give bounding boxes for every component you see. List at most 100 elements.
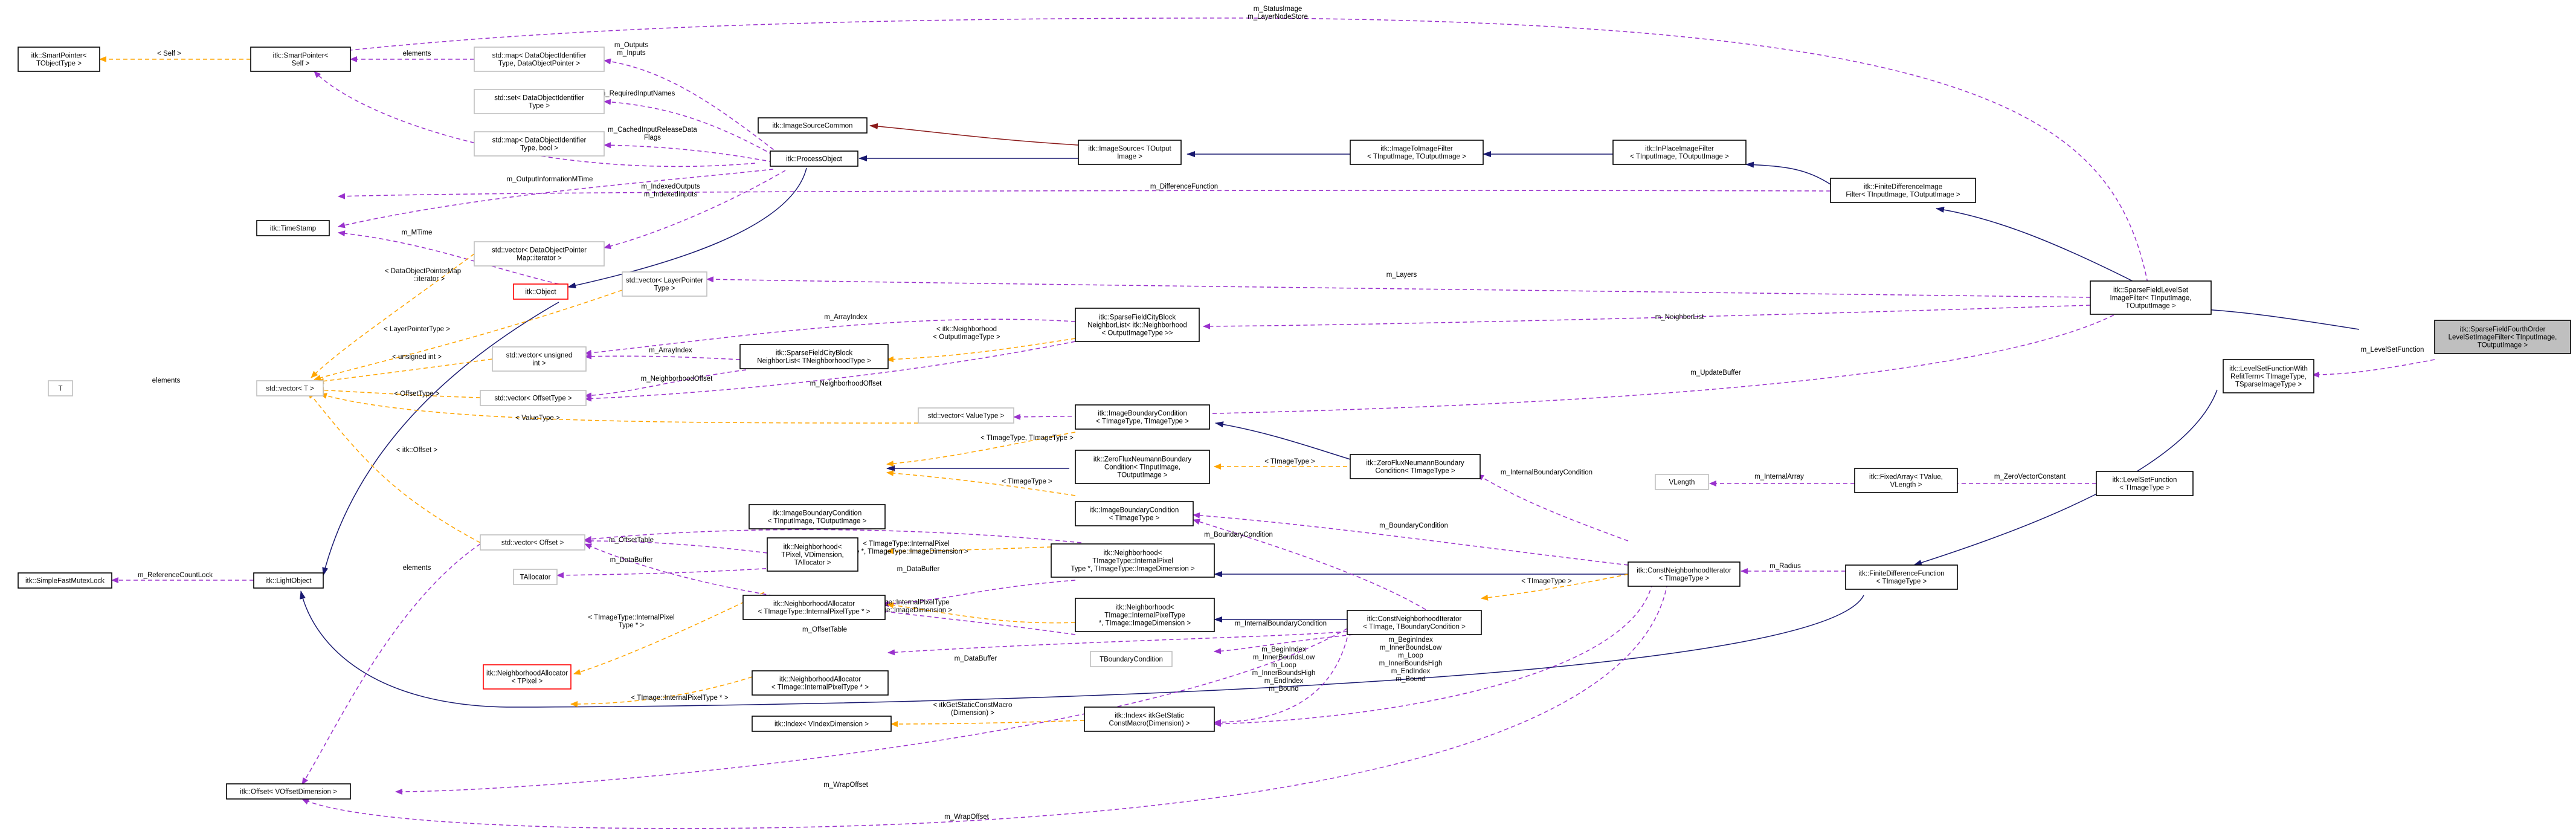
edge-inherit [567, 167, 807, 289]
class-node-itif[interactable]: itk::ImageToImageFilter< TInputImage, TO… [1350, 140, 1484, 165]
edge-label: m_Loop [1271, 662, 1296, 669]
class-node-box [767, 537, 858, 572]
class-node-vec-lpt[interactable]: std::vector< LayerPointerType > [622, 271, 707, 297]
class-node-vec-off[interactable]: std::vector< Offset > [480, 534, 585, 551]
class-node-cni-ti[interactable]: itk::ConstNeighborhoodIterator< TImage, … [1347, 610, 1482, 635]
class-node-label: < TImageType > [1659, 575, 1710, 583]
edge-template [308, 391, 481, 543]
class-node-nalloc-ti[interactable]: itk::NeighborhoodAllocator< TImage::Inte… [752, 670, 889, 696]
class-node-label: Type, bool > [520, 145, 558, 152]
class-node-nbh-tt[interactable]: itk::Neighborhood<TImageType::InternalPi… [1051, 543, 1215, 578]
class-node-label: < TImage, TBoundaryCondition > [1363, 624, 1466, 631]
class-node-nbh-generic[interactable]: itk::Neighborhood<TPixel, VDimension,TAl… [767, 537, 858, 572]
class-node-label: itk::LevelSetFunction [2113, 477, 2177, 484]
class-node-label: Type > [654, 285, 675, 293]
class-node-box [1612, 140, 1747, 165]
edge-usage [1214, 634, 1354, 655]
edge-label: < OffsetType > [394, 390, 440, 398]
edge-usage [301, 543, 481, 785]
class-node-fdf[interactable]: itk::FiniteDifferenceFunction< TImageTyp… [1845, 564, 1958, 590]
class-node-label: std::vector< OffsetType > [494, 395, 572, 403]
class-node-ibc-tt[interactable]: itk::ImageBoundaryCondition< TImageType,… [1075, 404, 1210, 430]
class-node-index-vdim[interactable]: itk::Index< VIndexDimension > [752, 716, 892, 732]
class-node-label: TAllocator > [794, 560, 831, 567]
edge-label: Flags [644, 134, 661, 141]
class-node-nbh-ti[interactable]: itk::Neighborhood<TImage::InternalPixelT… [1075, 598, 1215, 632]
edge-label: m_RequiredInputNames [600, 90, 675, 97]
edge-label: m_CachedInputReleaseData [608, 126, 697, 134]
class-node-label: itk::ZeroFluxNeumannBoundary [1093, 456, 1192, 464]
class-node-ipif[interactable]: itk::InPlaceImageFilter< TInputImage, TO… [1612, 140, 1747, 165]
class-node-vlength[interactable]: VLength [1655, 474, 1709, 490]
class-node-label: itk::FiniteDifferenceFunction [1858, 571, 1944, 578]
class-node-ibc-img[interactable]: itk::ImageBoundaryCondition< TImageType … [1075, 501, 1194, 526]
edge-label: m_LevelSetFunction [2361, 346, 2424, 354]
class-node-box [1051, 543, 1215, 578]
class-node-isc[interactable]: itk::ImageSourceCommon [758, 117, 868, 134]
class-node-smartptr-self[interactable]: itk::SmartPointer<Self > [250, 47, 351, 72]
class-node-label: < OutputImageType >> [1102, 330, 1173, 337]
class-node-procobj[interactable]: itk::ProcessObject [770, 150, 858, 167]
class-node-label: < TImageType, TImageType > [1096, 418, 1189, 425]
class-node-label: std::vector< LayerPointer [626, 277, 703, 285]
edge-label: m_ArrayIndex [649, 347, 692, 354]
class-node-vec-T[interactable]: std::vector< T > [256, 380, 324, 396]
class-node-vec-offt[interactable]: std::vector< OffsetType > [480, 390, 587, 406]
edge-label: m_BeginIndex [1388, 636, 1433, 644]
class-node-cni-img[interactable]: itk::ConstNeighborhoodIterator< TImageTy… [1628, 561, 1740, 587]
class-node-vec-valt[interactable]: std::vector< ValueType > [918, 407, 1014, 424]
class-node-lsf[interactable]: itk::LevelSetFunction< TImageType > [2096, 471, 2194, 496]
class-node-object[interactable]: itk::Object [513, 283, 568, 300]
class-node-box [1347, 610, 1482, 635]
class-node-offset-dim[interactable]: itk::Offset< VOffsetDimension > [226, 783, 351, 800]
class-node-nalloc-tt[interactable]: itk::NeighborhoodAllocator< TImageType::… [742, 595, 886, 620]
class-node-label: itk::ProcessObject [786, 156, 842, 163]
class-node-fixedarray[interactable]: itk::FixedArray< TValue,VLength > [1854, 468, 1958, 493]
class-node-vec-dopm[interactable]: std::vector< DataObjectPointerMap::itera… [474, 241, 605, 267]
class-node-smartptr-tobj[interactable]: itk::SmartPointer<TObjectType > [18, 47, 100, 72]
class-node-nalloc-tp[interactable]: itk::NeighborhoodAllocator< TPixel > [483, 664, 572, 690]
class-node-index-static[interactable]: itk::Index< itkGetStaticConstMacro(Dimen… [1084, 707, 1215, 732]
edge-label: < TImageType > [1264, 458, 1315, 465]
edge-label: m_Outputs [614, 42, 648, 49]
class-node-label: TOutputImage > [2478, 342, 2528, 349]
class-node-label: < TInputImage, TOutputImage > [768, 518, 867, 525]
edge-usage [604, 99, 780, 159]
class-node-label: itk::Index< VIndexDimension > [774, 721, 869, 728]
class-node-imgsrc[interactable]: itk::ImageSource< TOutputImage > [1078, 140, 1182, 165]
class-node-box [1628, 561, 1740, 587]
class-node-box [474, 47, 605, 72]
class-node-lightobject[interactable]: itk::LightObject [253, 572, 324, 589]
class-node-label: itk::SparseFieldLevelSet [2113, 287, 2189, 294]
edge-template [570, 676, 753, 707]
class-node-box [474, 241, 605, 267]
edge-label: m_Bound [1269, 685, 1298, 693]
class-node-root[interactable]: itk::SparseFieldFourthOrderLevelSetImage… [2434, 320, 2571, 354]
edge-usage [706, 276, 2091, 298]
class-node-tallocator[interactable]: TAllocator [513, 569, 558, 585]
class-node-T[interactable]: T [48, 380, 73, 396]
edge-label: < TImageType, TImageType > [980, 435, 1074, 442]
edge-inherit [1215, 421, 1351, 460]
class-node-tbc[interactable]: TBoundaryCondition [1090, 651, 1173, 667]
edge-usage [1193, 512, 1629, 566]
class-node-ibc-generic[interactable]: itk::ImageBoundaryCondition< TInputImage… [749, 504, 886, 529]
class-node-sfml[interactable]: itk::SimpleFastMutexLock [18, 572, 112, 589]
class-node-label: itk::LevelSetFunctionWith [2229, 366, 2308, 373]
class-node-box [256, 220, 330, 236]
edge-usage [887, 631, 1348, 656]
class-node-label: itk::Object [525, 289, 556, 296]
class-node-box [2096, 471, 2194, 496]
class-node-timestamp[interactable]: itk::TimeStamp [256, 220, 330, 236]
